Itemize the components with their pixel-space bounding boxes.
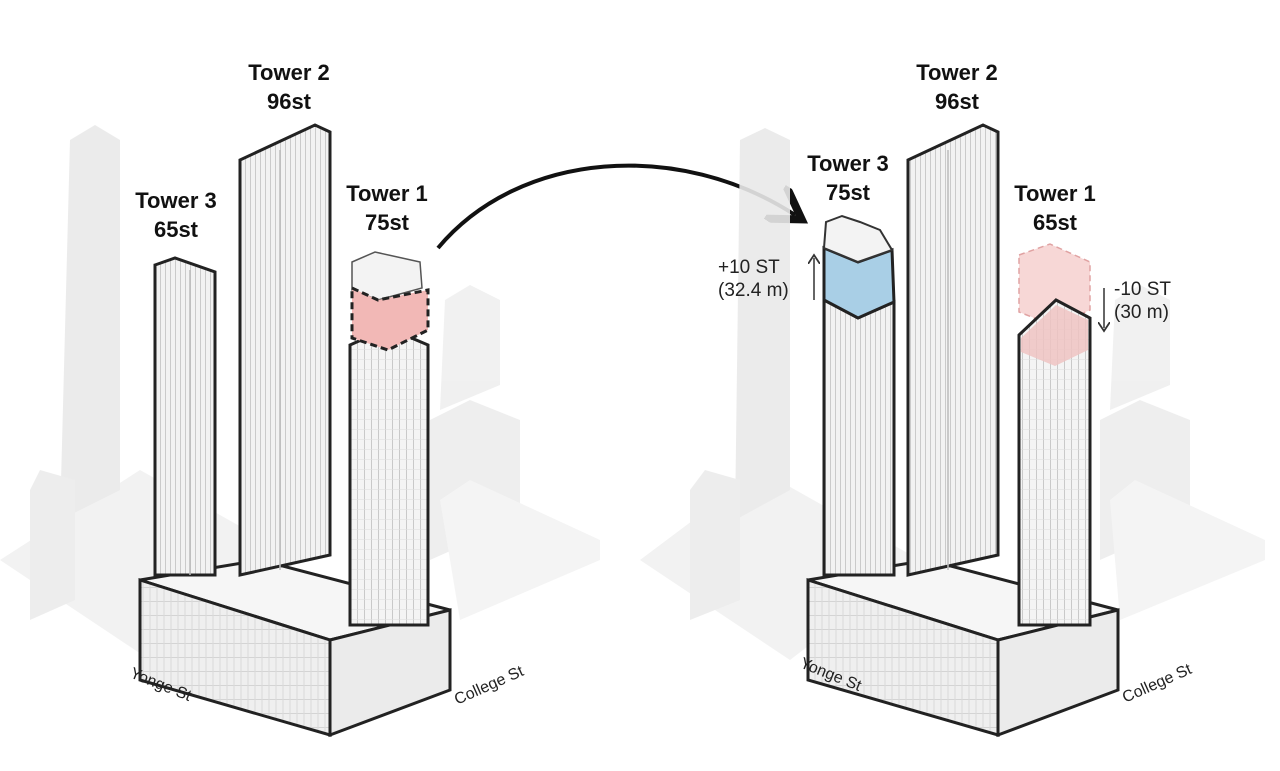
- tower-name: Tower 2: [916, 60, 998, 85]
- delta-height: (32.4 m): [718, 280, 789, 301]
- tower-1-massing: [348, 251, 430, 627]
- tower-storeys: 75st: [364, 210, 410, 235]
- tower-2-massing-right: [906, 123, 1000, 577]
- tower-1-change-note: -10 ST (30 m): [1114, 278, 1171, 324]
- delta-height: (30 m): [1114, 302, 1169, 323]
- before-panel: [0, 123, 795, 738]
- tower-2-massing: [238, 123, 332, 577]
- tower-storeys: 75st: [825, 180, 871, 205]
- tower-name: Tower 2: [248, 60, 330, 85]
- tower-3-massing-raised: [822, 214, 896, 577]
- tower-storeys: 96st: [266, 89, 312, 114]
- tower-1-removed-floors: [350, 285, 430, 352]
- delta-storeys: +10 ST: [718, 257, 780, 278]
- tower-name: Tower 3: [135, 188, 217, 213]
- tower-name: Tower 1: [1014, 181, 1096, 206]
- after-tower-1-label: Tower 1 65st: [990, 179, 1120, 237]
- after-tower-3-label: Tower 3 75st: [783, 149, 913, 207]
- tower-name: Tower 1: [346, 181, 428, 206]
- tower-1-removed-ghost: [1018, 243, 1091, 327]
- tower-3-massing: [153, 256, 217, 577]
- tower-storeys: 65st: [153, 217, 199, 242]
- tower-storeys: 65st: [1032, 210, 1078, 235]
- delta-storeys: -10 ST: [1114, 279, 1172, 300]
- before-tower-1-label: Tower 1 75st: [322, 179, 452, 237]
- tower-name: Tower 3: [807, 151, 889, 176]
- tower-3-change-note: +10 ST (32.4 m): [718, 256, 789, 302]
- before-tower-3-label: Tower 3 65st: [111, 186, 241, 244]
- tower-1-massing-lowered: [1017, 243, 1092, 627]
- after-panel: [640, 123, 1265, 738]
- tower-storeys: 96st: [934, 89, 980, 114]
- before-tower-2-label: Tower 2 96st: [224, 58, 354, 116]
- context-buildings: [0, 125, 600, 660]
- after-tower-2-label: Tower 2 96st: [892, 58, 1022, 116]
